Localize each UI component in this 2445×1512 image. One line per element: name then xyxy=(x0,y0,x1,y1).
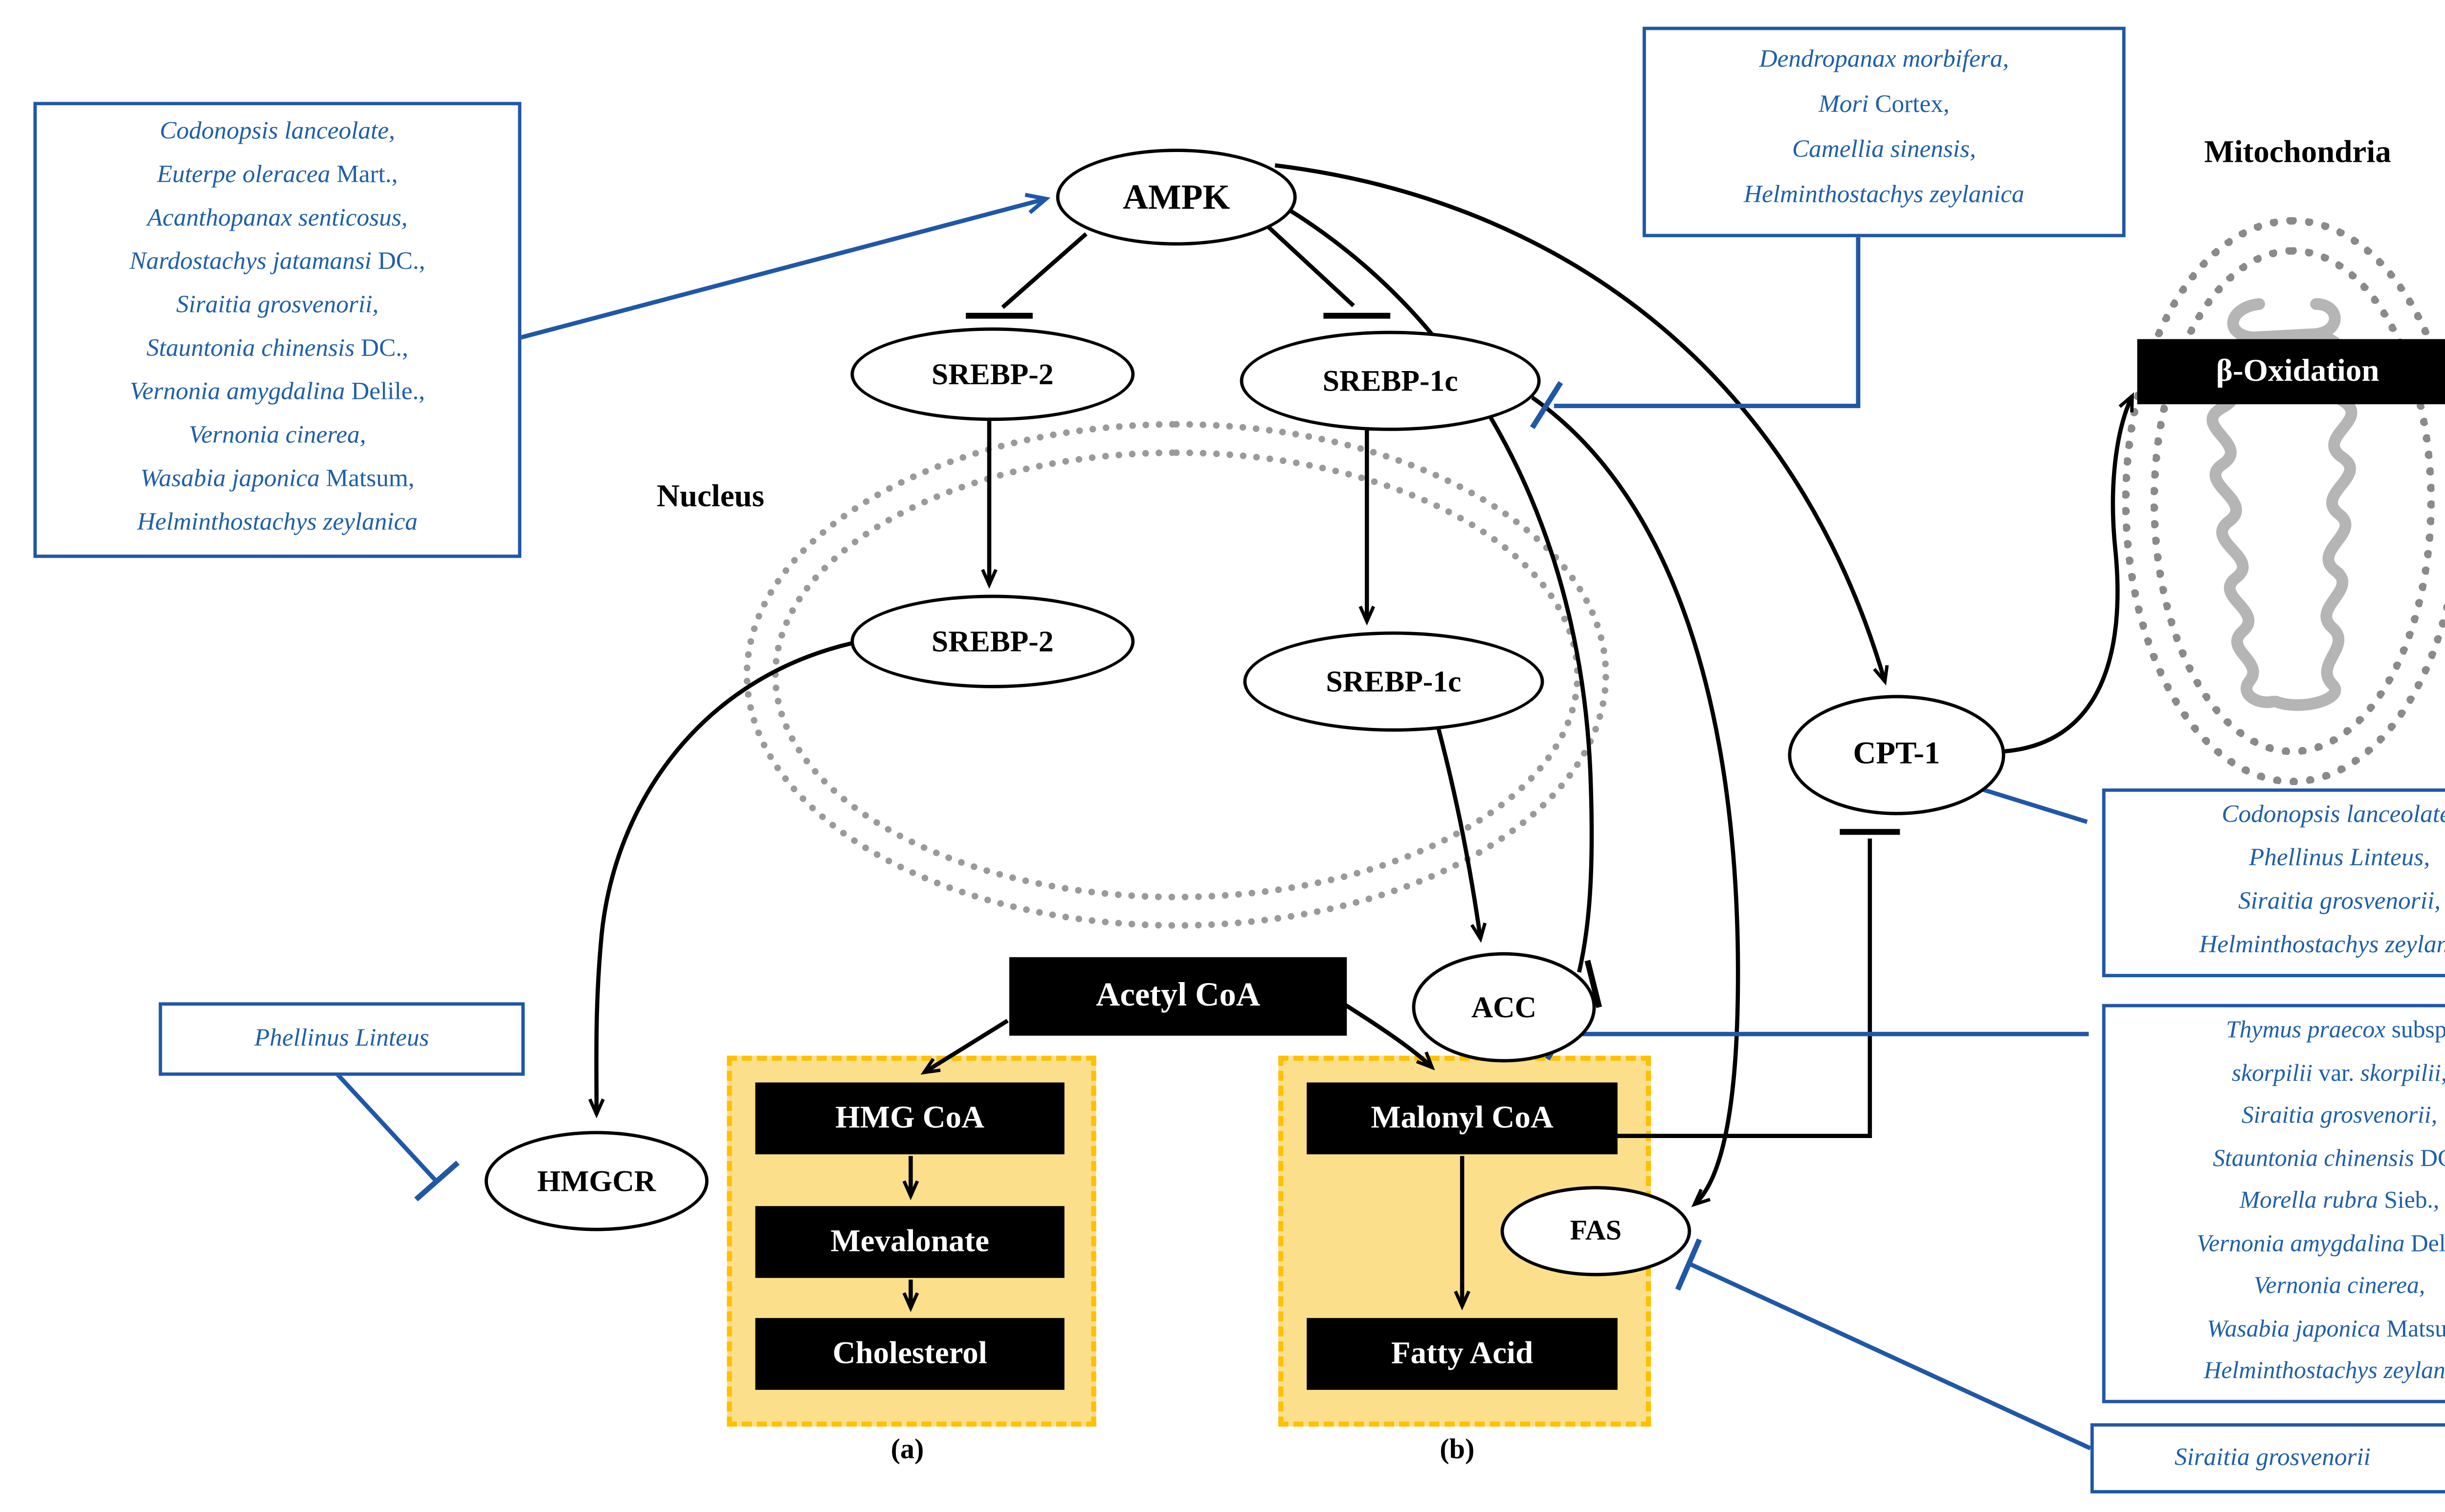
plant-name-line: Wasabia japonica Matsum, xyxy=(140,466,415,493)
ampk-label: AMPK xyxy=(1123,176,1230,217)
hmgcr-node: HMGCR xyxy=(484,1131,709,1231)
fatty-acid-label: Fatty Acid xyxy=(1391,1336,1534,1371)
mevalonate-box: Mevalonate xyxy=(755,1206,1065,1278)
cholesterol-box: Cholesterol xyxy=(755,1318,1065,1390)
edge-ampk-inhibits-srebp1c xyxy=(1263,222,1355,307)
plant-name-line: Siraitia grosvenorii xyxy=(2174,1445,2371,1472)
panel-b-label: (b) xyxy=(1440,1433,1475,1465)
edge-acetylcoa-to-hmgcoa xyxy=(920,1019,1009,1075)
acc-node: ACC xyxy=(1412,952,1596,1063)
srebp1c-inhibitors-box: Dendropanax morbifera, Mori Cortex, Camell… xyxy=(1643,26,2126,238)
plant-name-line: Codonopsis lanceolate, xyxy=(159,118,395,146)
edge-cpt1-to-betaoxidation xyxy=(1998,392,2134,754)
plant-name-line: Nardostachys jatamansi DC., xyxy=(129,249,425,276)
plant-name-line: Stauntonia chinensis DC., xyxy=(2213,1145,2445,1172)
srebp1c-cyto-label: SREBP-1c xyxy=(1322,363,1458,397)
malonyl-coa-box: Malonyl CoA xyxy=(1307,1082,1618,1155)
fas-node: FAS xyxy=(1500,1186,1691,1276)
edge-srebp2-activates-hmgcr xyxy=(588,641,853,1118)
srebp2-cytoplasm-node: SREBP-2 xyxy=(850,327,1135,421)
edge-plants-inhibit-srebp1c xyxy=(1554,223,1861,408)
edge-phellinus-inhibits-hmgcr xyxy=(333,1069,438,1183)
srebp2-nucleus-node: SREBP-2 xyxy=(850,594,1135,688)
plant-name-line: Helminthostachys zeylanica xyxy=(1744,182,2024,209)
plant-name-line: Vernonia amygdalina Delile., xyxy=(2197,1230,2445,1257)
cholesterol-label: Cholesterol xyxy=(832,1336,987,1371)
beta-oxidation-label: β-Oxidation xyxy=(2216,353,2379,389)
plant-name-line: Vernonia cinerea, xyxy=(188,422,366,450)
acetyl-coa-box: Acetyl CoA xyxy=(1009,957,1347,1036)
bluebar-hmgcr xyxy=(414,1161,460,1202)
plant-name-line: Phellinus Linteus, xyxy=(2248,845,2430,872)
plant-name-line: Wasabia japonica Matsum, xyxy=(2207,1315,2445,1342)
srebp1c-cytoplasm-node: SREBP-1c xyxy=(1240,330,1541,431)
ampk-node: AMPK xyxy=(1056,149,1297,246)
plant-name-line: Mori Cortex, xyxy=(1819,91,1950,119)
ampk-activators-box: Codonopsis lanceolate, Euterpe oleracea M… xyxy=(33,102,522,558)
plant-name-line: Siraitia grosvenorii, xyxy=(2242,1102,2438,1130)
acetyl-coa-label: Acetyl CoA xyxy=(1096,977,1261,1014)
hmgcr-inhibitor-box: Phellinus Linteus xyxy=(158,1002,525,1076)
hmg-coa-label: HMG CoA xyxy=(835,1100,985,1135)
fas-inhibitor-box: Siraitia grosvenorii xyxy=(2090,1423,2445,1493)
nucleus-label: Nucleus xyxy=(656,479,765,515)
acc-label: ACC xyxy=(1471,989,1537,1024)
plant-name-line: Phellinus Linteus xyxy=(254,1026,429,1052)
malonyl-coa-label: Malonyl CoA xyxy=(1371,1100,1554,1135)
beta-oxidation-box: β-Oxidation xyxy=(2137,339,2445,404)
srebp1c-nuc-label: SREBP-1c xyxy=(1326,664,1462,698)
edge-srebp1c-activates-fas xyxy=(1531,395,1740,1207)
plant-name-line: Helminthostachys zeylanica xyxy=(2199,932,2445,959)
plant-name-line: Acanthopanax senticosus, xyxy=(147,205,408,232)
plant-name-line: Stauntonia chinensis DC., xyxy=(146,335,408,363)
srebp2-nuc-label: SREBP-2 xyxy=(932,624,1054,657)
plant-name-line: Vernonia cinerea, xyxy=(2253,1272,2425,1300)
cpt1-node: CPT-1 xyxy=(1788,695,2005,815)
hmgcr-label: HMGCR xyxy=(537,1163,656,1197)
edge-ampk-inhibits-acc xyxy=(1289,208,1594,973)
fas-label: FAS xyxy=(1570,1214,1622,1247)
acc-inhibitors-box: Thymus praecox subsp. skorpilii var. skor… xyxy=(2102,1004,2445,1403)
edge-ampk-inhibits-srebp2 xyxy=(1001,232,1088,309)
mitochondria-label: Mitochondria xyxy=(2204,135,2391,171)
plant-name-line: Helminthostachys zeylanica xyxy=(137,509,418,536)
plant-name-line: Codonopsis lanceolate, xyxy=(2222,802,2445,829)
hmg-coa-box: HMG CoA xyxy=(755,1082,1065,1155)
plant-name-line: Helminthostachys zeylanica xyxy=(2203,1358,2445,1385)
plant-name-line: Thymus praecox subsp. xyxy=(2226,1017,2445,1044)
plant-name-line: Vernonia amygdalina Delile., xyxy=(130,379,425,406)
plant-name-line: Siraitia grosvenorii, xyxy=(2238,888,2441,916)
edge-ampk-activates-cpt1 xyxy=(1274,163,1889,686)
srebp1c-nucleus-node: SREBP-1c xyxy=(1243,631,1544,732)
mevalonate-label: Mevalonate xyxy=(830,1224,989,1259)
plant-name-line: Camellia sinensis, xyxy=(1792,137,1976,164)
edge-srebp1c-activates-acc xyxy=(1435,723,1487,943)
fatty-acid-box: Fatty Acid xyxy=(1307,1318,1618,1390)
edge-plants-inhibit-cpt1 xyxy=(1968,783,2088,824)
edge-siraitia-inhibits-fas xyxy=(1690,1262,2091,1450)
plant-name-line: Morella rubra Sieb., xyxy=(2239,1187,2440,1215)
plant-name-line: Dendropanax morbifera, xyxy=(1759,46,2009,74)
tbar-acc xyxy=(1584,960,1602,1008)
edge-malonyl-inhibits-cpt1 xyxy=(1617,838,1872,1138)
edge-plants-activate-ampk xyxy=(514,199,1046,341)
panel-a-label: (a) xyxy=(890,1433,924,1465)
bluebar-fas xyxy=(1675,1238,1702,1291)
bluebar-srebp1c xyxy=(1530,381,1563,429)
srebp2-cyto-label: SREBP-2 xyxy=(932,356,1054,390)
cpt1-modulators-box: Codonopsis lanceolate, Phellinus Linteus,… xyxy=(2102,788,2445,978)
plant-name-line: skorpilii var. skorpilii, xyxy=(2231,1060,2445,1087)
plant-name-line: Euterpe oleracea Mart., xyxy=(156,162,398,189)
cpt1-label: CPT-1 xyxy=(1853,736,1940,772)
plant-name-line: Siraitia grosvenorii, xyxy=(176,292,379,319)
